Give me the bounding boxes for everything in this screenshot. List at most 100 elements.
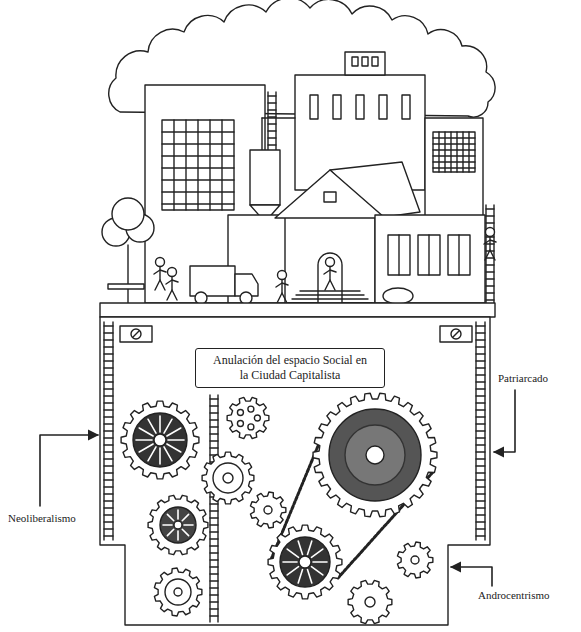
- gear-hub: [264, 506, 272, 514]
- machine-rail-rung: [104, 458, 113, 459]
- gear-spoke: [136, 439, 152, 441]
- machine-rail-rung: [210, 608, 218, 609]
- window-grid-bar: [162, 203, 234, 204]
- ladder-rung: [486, 271, 494, 272]
- gear-spoke: [182, 514, 188, 520]
- ladder-rung: [486, 215, 494, 216]
- machine-rail-rung: [210, 398, 218, 399]
- machine-rail-rung: [476, 500, 485, 501]
- screw-slot: [133, 331, 139, 337]
- machine-rail-rung: [210, 524, 218, 525]
- machine-rail-rung: [476, 423, 485, 424]
- machine-rail-rung: [476, 402, 485, 403]
- person-legs: [167, 290, 177, 300]
- machine-rail-rung: [210, 545, 218, 546]
- leader-arrow: [40, 435, 98, 506]
- machine-rail-rung: [476, 374, 485, 375]
- screw-plate: [440, 326, 472, 342]
- window-grid-bar: [433, 149, 475, 150]
- machine-rail-rung: [476, 346, 485, 347]
- person-body: [489, 237, 490, 251]
- machine-rail-rung: [104, 395, 113, 396]
- gear-hub: [174, 588, 182, 596]
- ladder-rail: [485, 205, 486, 303]
- person-head: [486, 228, 495, 237]
- window-grid-bar: [185, 120, 186, 210]
- gear-spoke: [283, 561, 297, 563]
- gear-hole: [237, 410, 243, 416]
- stair-step: [296, 294, 364, 295]
- window-grid-bar: [221, 120, 222, 210]
- machine-rail-rung: [210, 573, 218, 574]
- machine-rail-rung: [210, 587, 218, 588]
- window-grid-bar: [162, 167, 234, 168]
- gear-spoke: [184, 524, 193, 526]
- gear-spoke: [139, 428, 153, 436]
- ladder-rung: [268, 102, 276, 103]
- machine-rail-rung: [210, 412, 218, 413]
- leader-arrow: [494, 390, 515, 452]
- machine-rail-rung: [476, 507, 485, 508]
- bush: [383, 288, 413, 304]
- gear-spoke: [287, 567, 298, 575]
- ladder-rail: [275, 92, 276, 150]
- machine-rail-rung: [476, 444, 485, 445]
- gear-hub: [411, 556, 419, 564]
- window: [356, 95, 364, 119]
- window-grid-bar: [433, 143, 475, 144]
- gear-spoke: [177, 510, 179, 519]
- ladder-rung: [268, 109, 276, 110]
- person-body: [159, 267, 160, 281]
- window: [310, 95, 318, 119]
- machine-rail-rung: [104, 444, 113, 445]
- window: [362, 57, 368, 66]
- gear-spoke: [148, 419, 156, 433]
- machine-rail-rung: [476, 472, 485, 473]
- person-body: [329, 267, 330, 281]
- ladder-rung: [268, 130, 276, 131]
- person-arms: [484, 240, 496, 244]
- window-grid-bar: [433, 167, 475, 168]
- gear-hub: [365, 597, 375, 607]
- gear-hub: [299, 556, 311, 568]
- gear-disc: [329, 409, 421, 501]
- gear-spoke: [148, 447, 156, 461]
- window: [418, 235, 440, 275]
- gear: [227, 397, 269, 438]
- gear-hub: [174, 521, 182, 529]
- machine-rail-rung: [210, 447, 218, 448]
- ladder-rung: [486, 208, 494, 209]
- gear-spoke: [167, 529, 173, 535]
- window-grid-bar: [162, 131, 234, 132]
- ladder-rung: [486, 292, 494, 293]
- screw-head: [451, 329, 461, 339]
- window: [372, 57, 378, 66]
- tree-trunk: [127, 245, 128, 303]
- stair-step: [292, 298, 368, 299]
- machine-rail-rung: [104, 346, 113, 347]
- gear-hub: [154, 434, 166, 446]
- machine-rail-rung: [104, 528, 113, 529]
- gear: [348, 580, 392, 623]
- person-head: [156, 258, 165, 267]
- screw-head: [131, 329, 141, 339]
- machine-rail-rung: [476, 528, 485, 529]
- machine-rail-rung: [210, 594, 218, 595]
- window-grid-bar: [162, 155, 234, 156]
- machine-rail-rung: [104, 472, 113, 473]
- ladder-rung: [268, 123, 276, 124]
- machine-rail-rung: [210, 580, 218, 581]
- leader-arrow: [451, 567, 492, 586]
- bench: [108, 284, 144, 289]
- machine-rail-rung: [104, 507, 113, 508]
- window: [448, 235, 470, 275]
- machine-rail-rung: [476, 332, 485, 333]
- person-legs: [325, 280, 335, 290]
- machine-rail-rung: [104, 325, 113, 326]
- window-grid-bar: [162, 143, 234, 144]
- ladder-rail: [493, 205, 494, 303]
- machine-rail-rung: [210, 552, 218, 553]
- ladder-rung: [486, 278, 494, 279]
